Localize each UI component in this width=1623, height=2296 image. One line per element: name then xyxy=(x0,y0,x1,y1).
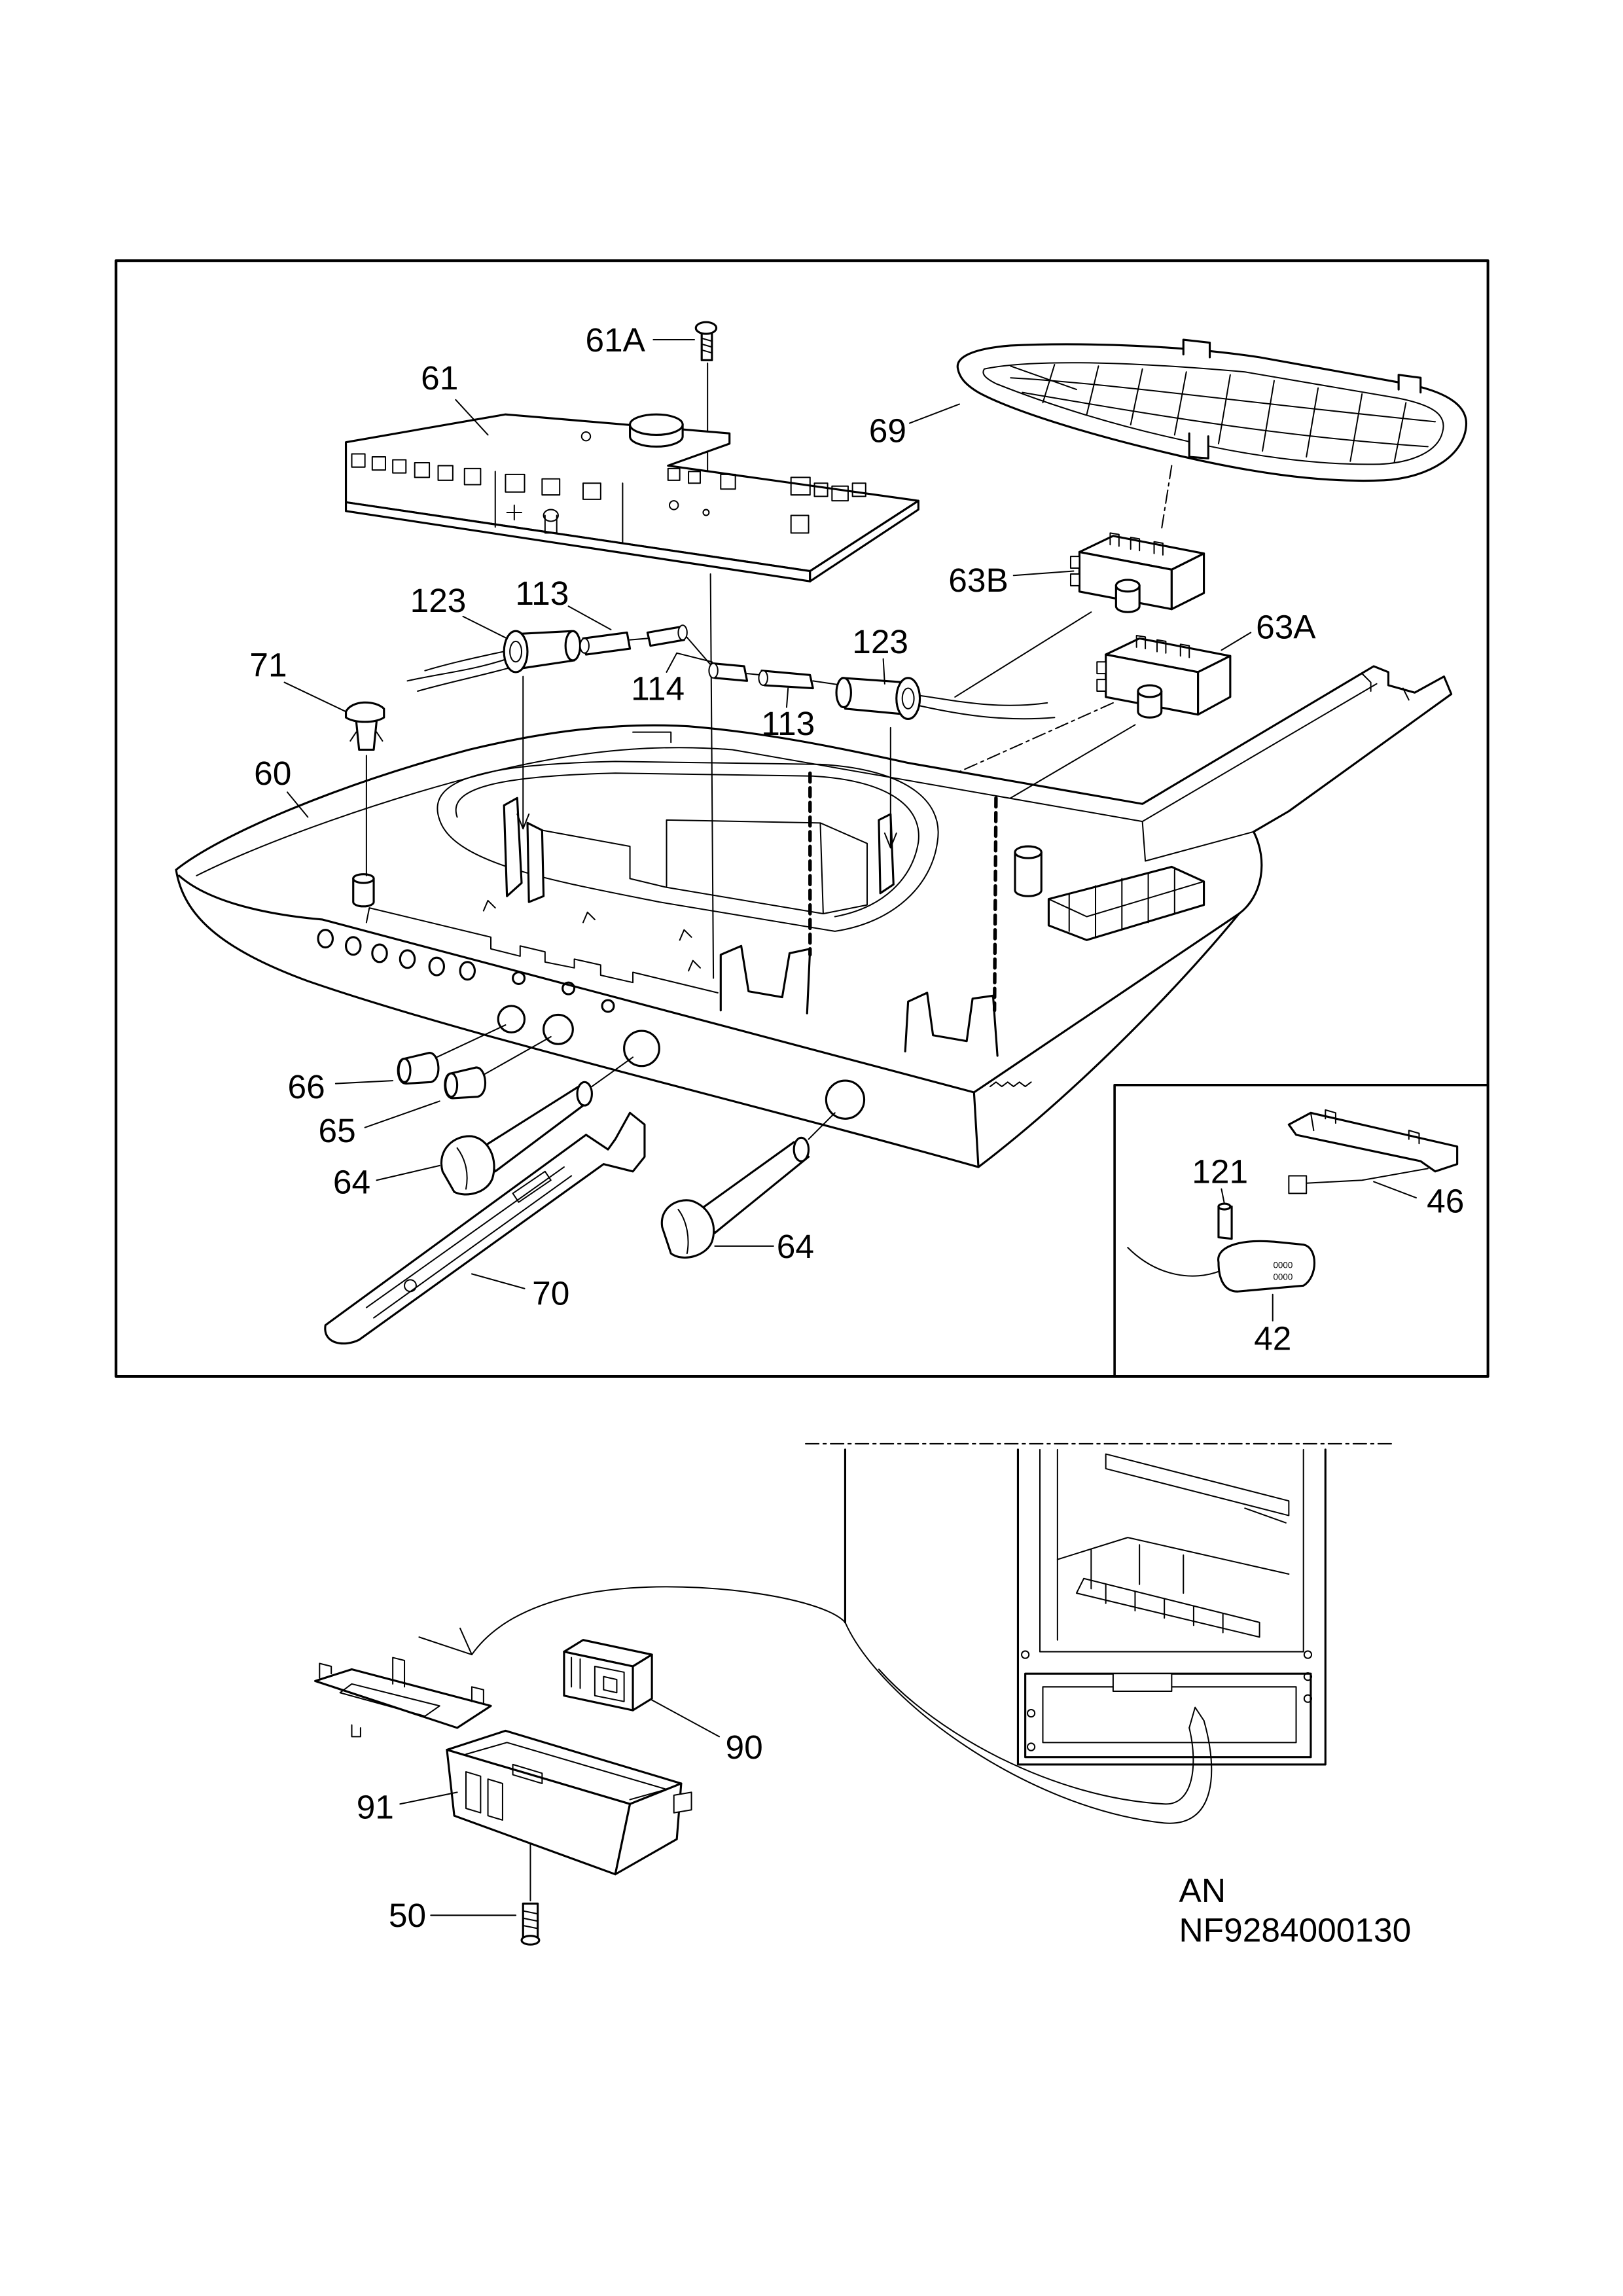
part-90-relay xyxy=(563,1639,653,1712)
callout-65: 65 xyxy=(319,1111,356,1149)
part-113-sleeve-right xyxy=(758,670,814,690)
part-114-plug-left xyxy=(646,624,688,647)
callout-46: 46 xyxy=(1427,1181,1464,1219)
part-121-sensor-probe xyxy=(1217,1202,1233,1240)
leader-113-left xyxy=(567,605,612,631)
part-91-holder xyxy=(314,1657,692,1876)
part-50-screw xyxy=(520,1902,541,1946)
callout-61: 61 xyxy=(421,359,458,397)
leader-113-right xyxy=(785,687,789,708)
callout-91: 91 xyxy=(357,1788,394,1826)
leader-70 xyxy=(471,1273,526,1289)
leader-60 xyxy=(287,791,309,818)
callout-90: 90 xyxy=(725,1728,762,1766)
wire-harness xyxy=(406,633,1056,720)
dashed-guide-right xyxy=(992,796,998,1013)
part-46-bracket xyxy=(1287,1109,1459,1194)
housing-holes xyxy=(317,929,866,1120)
sensor-display-line-1: 0000 xyxy=(1273,1260,1293,1270)
callout-61A: 61A xyxy=(585,321,645,359)
callout-64-left: 64 xyxy=(333,1162,370,1200)
leader-114 xyxy=(666,652,713,673)
leader-69 xyxy=(908,403,960,424)
part-61-circuit-board xyxy=(344,413,919,583)
callout-64-right: 64 xyxy=(777,1227,814,1265)
inset-frame xyxy=(1113,1084,1489,1378)
part-113-sleeve-left xyxy=(579,631,632,656)
leader-63B xyxy=(1012,570,1075,577)
part-66-lens xyxy=(397,1052,440,1085)
part-123-connector-left xyxy=(503,630,582,673)
part-42-sensor: 0000 0000 xyxy=(1127,1240,1316,1293)
footer-reference: NF9284000130 xyxy=(1179,1911,1412,1949)
callout-123-left: 123 xyxy=(410,581,467,619)
leader-121 xyxy=(1221,1188,1225,1205)
leader-90 xyxy=(651,1699,721,1738)
part-123-connector-right xyxy=(835,677,921,721)
dash-dot-shelf-line xyxy=(1160,465,1173,531)
leader-46 xyxy=(1373,1181,1417,1199)
leader-64-left xyxy=(376,1164,440,1181)
leader-66 xyxy=(334,1080,394,1085)
part-64-knob-left xyxy=(440,1081,593,1196)
callout-50: 50 xyxy=(389,1896,426,1934)
location-arrow xyxy=(418,1586,1213,1824)
part-63A-switch xyxy=(1096,634,1232,719)
main-frame xyxy=(115,259,1489,1378)
callout-60: 60 xyxy=(254,754,291,792)
callout-69: 69 xyxy=(869,412,906,450)
leader-lines xyxy=(283,339,1417,1916)
callout-42: 42 xyxy=(1254,1319,1291,1357)
part-60-housing xyxy=(175,665,1453,1168)
sensor-display-line-2: 0000 xyxy=(1273,1272,1293,1282)
leader-123-left xyxy=(462,615,508,639)
part-114-plug-right xyxy=(708,662,749,682)
part-70-slider xyxy=(324,1111,646,1345)
callout-114: 114 xyxy=(631,669,685,707)
callout-113-right: 113 xyxy=(761,704,815,742)
leader-63A xyxy=(1221,632,1252,651)
dash-dot-switch-line xyxy=(958,702,1114,773)
callout-70: 70 xyxy=(532,1274,569,1312)
leader-91 xyxy=(399,1791,458,1805)
leader-61 xyxy=(455,399,489,436)
callout-63B: 63B xyxy=(948,561,1008,599)
part-64-knob-right xyxy=(660,1136,810,1259)
leader-65 xyxy=(364,1100,440,1128)
board-components xyxy=(351,431,866,543)
callout-71: 71 xyxy=(249,646,287,684)
callout-113-left: 113 xyxy=(515,574,569,612)
leader-71 xyxy=(283,681,347,713)
callout-63A: 63A xyxy=(1256,607,1316,645)
part-65-lens xyxy=(444,1066,487,1100)
footer-code: AN xyxy=(1179,1871,1226,1909)
part-61A-screw xyxy=(694,321,718,361)
cabinet-outline xyxy=(844,1448,1327,1766)
part-63B-switch xyxy=(1069,532,1205,613)
callout-121: 121 xyxy=(1192,1153,1248,1191)
callout-66: 66 xyxy=(288,1067,325,1105)
callout-labels: 61A 61 69 63B 123 113 123 63A 71 114 113… xyxy=(249,321,1464,1934)
part-69-grid-shelf xyxy=(956,338,1468,482)
part-71-clip xyxy=(344,701,385,751)
leader-123-right xyxy=(882,658,885,685)
callout-123-right: 123 xyxy=(852,622,908,660)
